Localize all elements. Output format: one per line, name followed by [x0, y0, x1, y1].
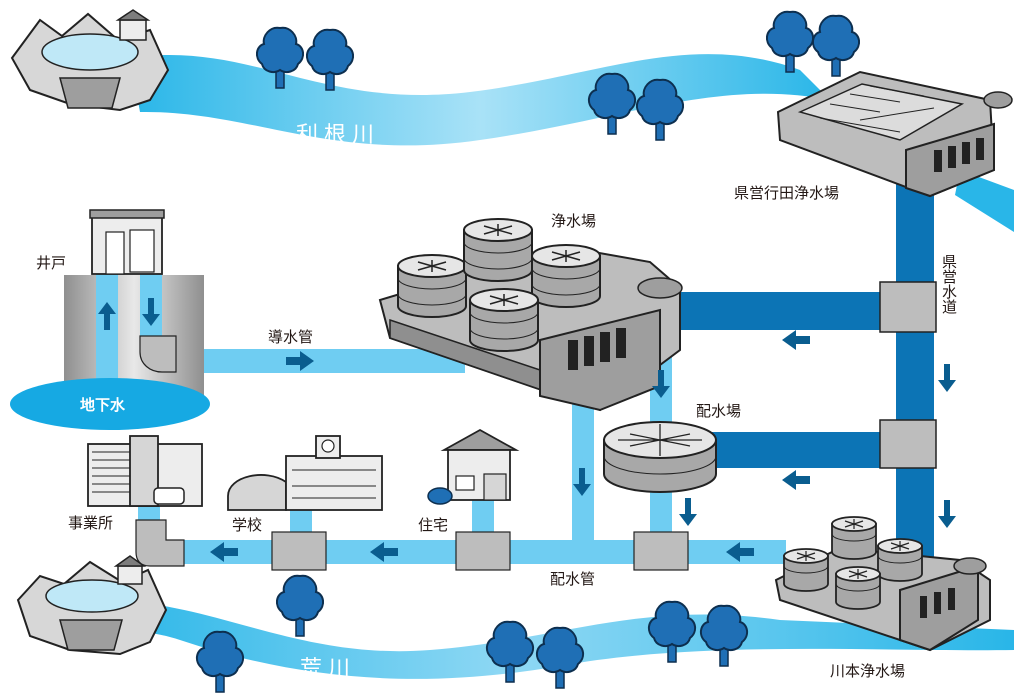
gyoda-plant [776, 70, 1013, 198]
local-plant-label: 浄水場 [551, 212, 596, 230]
junctions [135, 519, 689, 571]
prefectural-main [670, 180, 937, 600]
kawamoto-plant [774, 516, 991, 652]
distribution-station [603, 421, 717, 493]
well-label: 井戸 [36, 254, 66, 272]
gyoda-plant-label: 県営行田浄水場 [734, 184, 839, 202]
tone-river-outflow [955, 170, 1014, 232]
tone-river [130, 54, 830, 146]
school-label: 学校 [232, 516, 262, 534]
well [10, 209, 210, 430]
distribution-station-label: 配水場 [696, 402, 741, 420]
dam-bottom [16, 555, 168, 656]
local-plant [378, 218, 683, 412]
groundwater-label: 地下水 [80, 396, 126, 414]
kawamoto-plant-label: 川本浄水場 [830, 662, 905, 680]
distribution-pipe-label: 配水管 [550, 570, 595, 588]
intake-pipe-label: 導水管 [268, 328, 313, 346]
prefectural-water-label: 県営水道 [940, 254, 958, 314]
ara-river-label: 荒川 [300, 657, 356, 682]
house-label: 住宅 [418, 516, 448, 534]
office-label: 事業所 [68, 514, 113, 532]
school-building [227, 435, 383, 511]
office-building [87, 435, 203, 507]
dam-top [10, 9, 170, 112]
house-building [427, 428, 520, 505]
tone-river-label: 利根川 [296, 123, 380, 148]
